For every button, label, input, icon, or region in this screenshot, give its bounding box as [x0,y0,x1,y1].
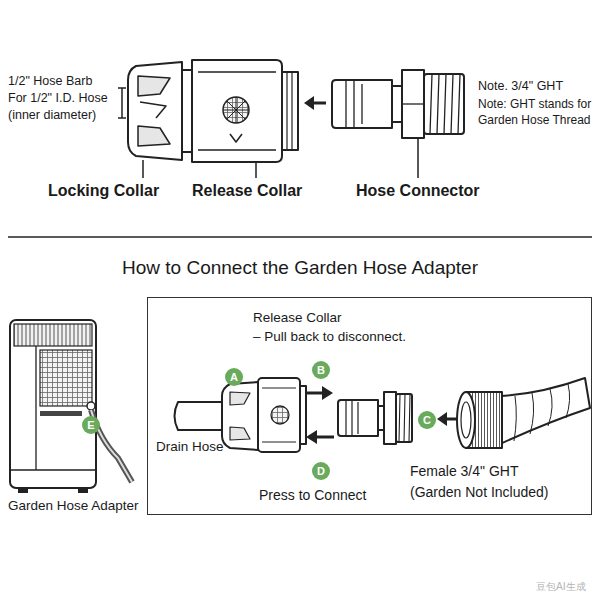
part-name: Drain Hose [156,437,246,457]
divider-rule [8,236,592,238]
part-name: Garden Hose Adapter [8,497,158,515]
callout-text: B [317,365,325,376]
instruction-note: Press to Connect [259,485,399,506]
top-adapter [128,60,464,162]
thread-note: Note. 3/4" GHT [478,78,596,95]
inset-box: Release Collar– Pull back to disconnect.… [147,297,592,515]
part-name: Release Collar [253,308,473,328]
callout-letter: A [225,368,243,386]
callout-text: C [423,415,431,426]
dimension-note: 1/2" Hose Barb For 1/2" I.D. Hose (inner… [8,73,110,124]
diagram-title: How to Connect the Garden Hose Adapter [0,256,600,280]
thread-note: Note: GHT stands for Garden Hose Thread [478,96,596,128]
callout-text: D [317,466,325,477]
part-name: Release Collar [192,180,332,202]
part-name: Hose Connector [356,180,506,202]
watermark: 豆包AI生成 [536,580,600,594]
callout-letter: B [312,361,330,379]
callout-text: E [87,420,94,431]
fitting-note: Female 3/4" GHT (Garden Not Included) [410,461,560,503]
callout-letter: D [312,462,330,480]
connect-illustration [175,378,591,452]
leader-lines [118,88,418,178]
callout-text: A [230,372,238,383]
part-name: Locking Collar [48,180,178,202]
instruction-note: – Pull back to disconnect. [253,327,473,347]
dehumidifier [10,320,132,493]
callout-letter: E [82,416,100,434]
callout-letter: C [418,411,436,429]
